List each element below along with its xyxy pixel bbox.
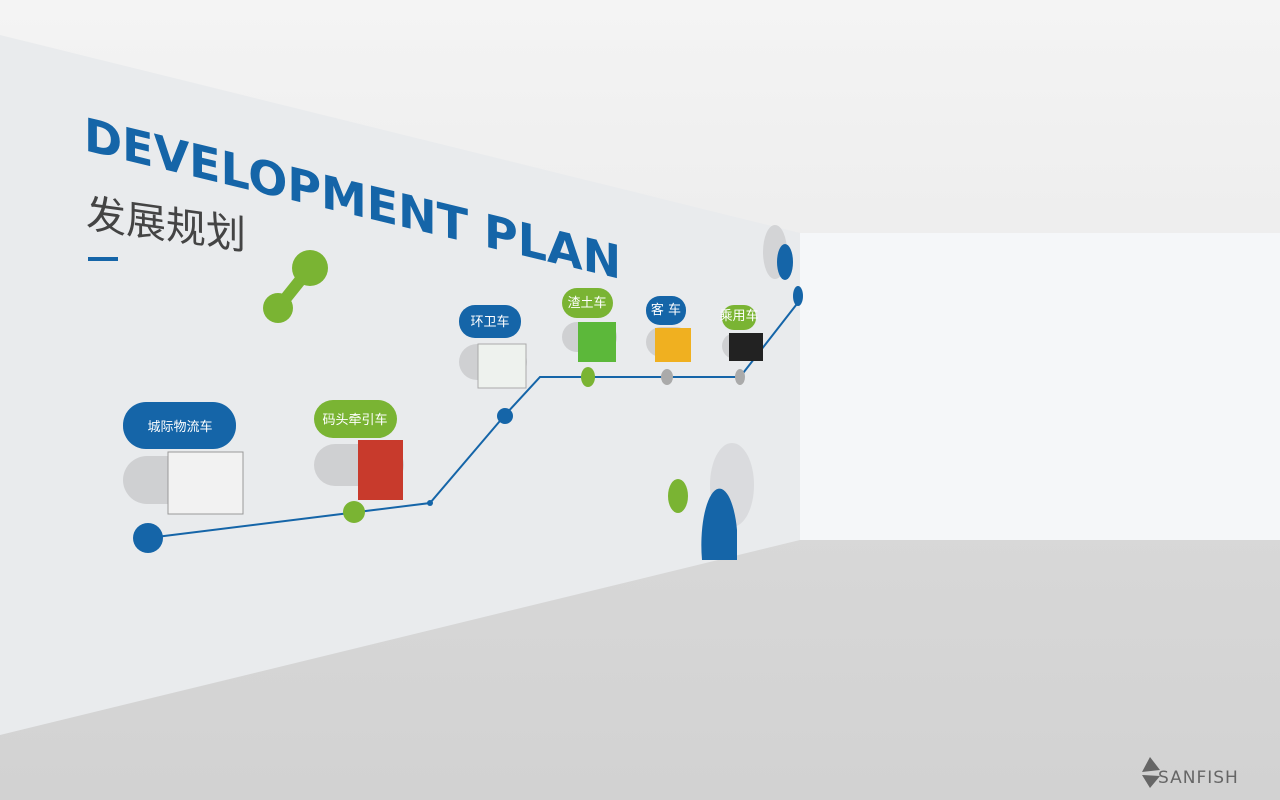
car-image [729, 333, 763, 361]
milestone-label: 渣土车 [567, 295, 606, 311]
bus-image [655, 328, 691, 362]
timeline-line [147, 299, 801, 539]
timeline-node [661, 369, 673, 385]
timeline-node [735, 369, 745, 385]
timeline-node [343, 501, 365, 523]
green-dot-decoration [668, 479, 688, 513]
timeline-node [581, 367, 595, 387]
timeline-node [427, 500, 433, 506]
milestone-dump-truck: 渣土车 [562, 288, 617, 362]
timeline-node [133, 523, 163, 553]
milestone-dock-tractor: 码头牵引车 [314, 400, 404, 500]
timeline-node [497, 408, 513, 424]
milestone-label: 码头牵引车 [322, 412, 387, 428]
truck-image [358, 440, 403, 500]
milestone-label: 客 车 [651, 302, 681, 318]
watermark-logo: SANFISH [1142, 757, 1239, 788]
truck-image [167, 451, 244, 515]
milestone-label: 环卫车 [470, 314, 509, 330]
blue-half-decoration [701, 488, 737, 560]
green-link-decoration [263, 250, 328, 323]
milestone-intercity-logistics: 城际物流车 [123, 402, 244, 515]
truck-image [578, 322, 616, 362]
milestone-bus: 客 车 [646, 296, 691, 362]
side-wall [0, 35, 800, 735]
milestone-sanitation: 环卫车 [459, 305, 527, 389]
milestone-label: 城际物流车 [147, 419, 212, 435]
blue-corner-decoration [777, 244, 793, 280]
milestone-label: 乘用车 [719, 308, 758, 324]
timeline-node [793, 286, 803, 306]
title-underline [88, 257, 118, 261]
svg-text:SANFISH: SANFISH [1158, 768, 1239, 788]
milestone-passenger-car: 乘用车 [719, 305, 763, 361]
truck-image [477, 343, 527, 389]
back-wall [800, 233, 1280, 540]
